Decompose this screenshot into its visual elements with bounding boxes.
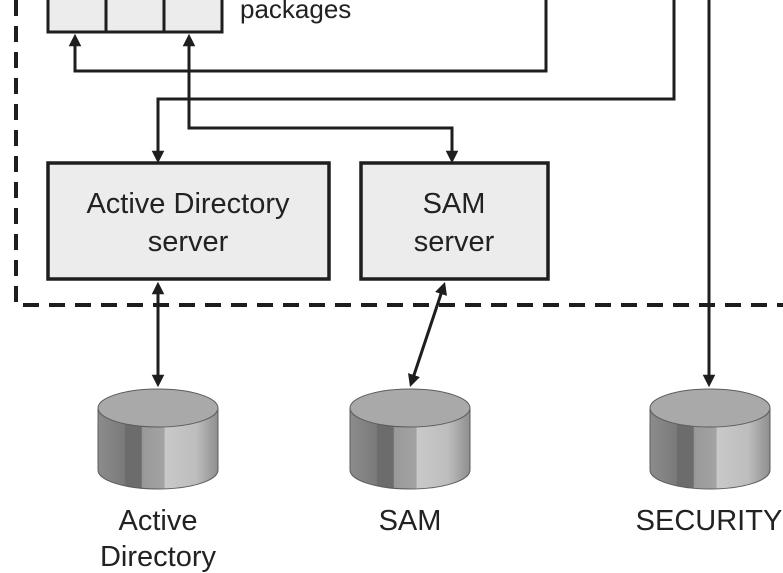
- ad-database-label-line2: Directory: [100, 541, 217, 573]
- active-directory-database-icon: [97, 388, 219, 490]
- auth-packages-table: [46, 0, 224, 34]
- ad-database-label-line1: Active: [119, 505, 198, 537]
- sam-server-box: SAM server: [359, 161, 550, 281]
- ad-server-label-line1: Active Directory: [86, 188, 290, 220]
- connector-sam-server-to-sam-db: [408, 282, 447, 387]
- process-boundary-dashed: [14, 0, 783, 307]
- connector-packages-to-sam-server: [182, 33, 459, 164]
- sam-server-label-line1: SAM: [423, 188, 486, 220]
- sam-database-icon: [349, 388, 471, 490]
- active-directory-server-box: Active Directory server: [46, 161, 331, 281]
- connector-to-ad-server: [151, 0, 676, 164]
- sam-server-label-line2: server: [414, 226, 495, 258]
- packages-label: packages: [240, 0, 351, 24]
- sam-database-label: SAM: [379, 505, 442, 537]
- ad-server-label-line2: server: [148, 226, 229, 258]
- security-database-label: SECURITY: [636, 505, 783, 537]
- security-database-icon: [649, 388, 771, 490]
